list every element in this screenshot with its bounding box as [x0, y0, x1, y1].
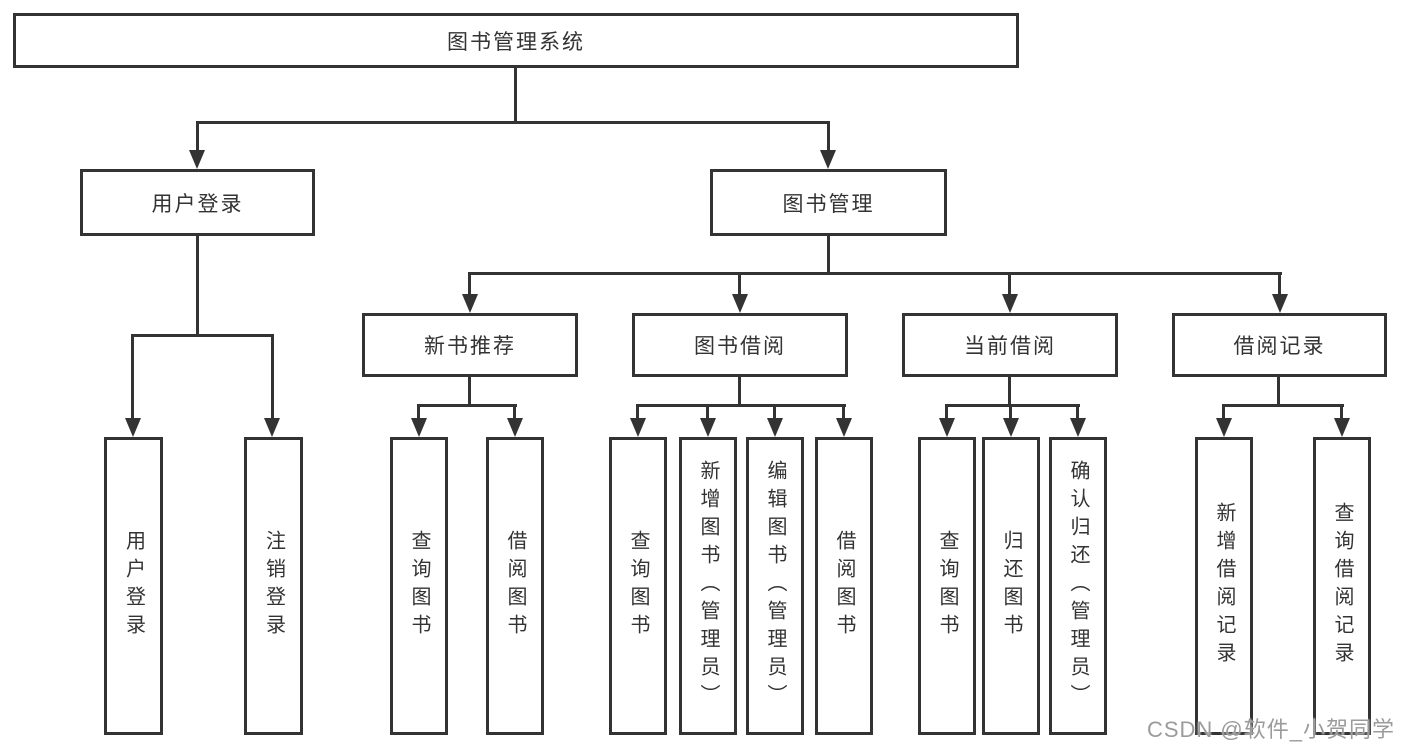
arrow-head-icon: [411, 418, 427, 437]
connector-line: [842, 404, 845, 420]
connector-line: [131, 334, 134, 420]
connector-line: [945, 404, 948, 420]
connector-line: [417, 404, 517, 407]
leaf-label-logout: 注销登录: [262, 530, 285, 642]
leaf-label-confirm-return-admin: 确认归还（管理员）: [1067, 460, 1089, 712]
leaf-label-borrow-books-recommend: 借阅图书: [504, 530, 526, 642]
leaf-label-borrow-books: 借阅图书: [833, 530, 855, 642]
watermark: CSDN @软件_小贺同学: [1146, 717, 1395, 742]
arrow-head-icon: [767, 418, 783, 437]
connector-line: [1008, 377, 1011, 407]
node-label-root: 图书管理系统: [447, 30, 585, 54]
connector-line: [1222, 404, 1225, 420]
connector-line: [468, 377, 471, 407]
leaf-borrow-books: 借阅图书: [815, 437, 873, 735]
leaf-confirm-return-admin: 确认归还（管理员）: [1049, 437, 1107, 735]
connector-line: [1278, 272, 1281, 296]
leaf-add-book-admin: 新增图书（管理员）: [679, 437, 737, 735]
arrow-head-icon: [732, 294, 748, 313]
leaf-return-book: 归还图书: [982, 437, 1040, 735]
arrow-head-icon: [939, 418, 955, 437]
arrow-head-icon: [1334, 418, 1350, 437]
connector-line: [1008, 272, 1011, 296]
leaf-label-query-books-recommend: 查询图书: [408, 530, 430, 642]
leaf-label-return-book: 归还图书: [1000, 530, 1022, 642]
connector-line: [1277, 377, 1280, 407]
node-book-management-branch: 图书管理: [710, 169, 947, 236]
leaf-query-borrow-record: 查询借阅记录: [1313, 437, 1371, 735]
connector-line: [738, 272, 741, 296]
connector-line: [271, 334, 274, 420]
connector-line: [738, 377, 741, 407]
arrow-head-icon: [836, 418, 852, 437]
connector-line: [1009, 404, 1012, 420]
arrow-head-icon: [1216, 418, 1232, 437]
arrow-head-icon: [700, 418, 716, 437]
node-label-new-book-recommendation: 新书推荐: [424, 335, 516, 358]
leaf-label-query-books-borrow: 查询图书: [627, 530, 649, 642]
connector-line: [636, 404, 846, 407]
leaf-borrow-books-recommend: 借阅图书: [486, 437, 544, 735]
connector-line: [514, 68, 517, 124]
leaf-label-user-login: 用户登录: [122, 530, 145, 642]
connector-line: [1340, 404, 1343, 420]
node-new-book-recommendation: 新书推荐: [362, 313, 578, 377]
arrow-head-icon: [189, 150, 205, 169]
node-user-login-branch: 用户登录: [80, 169, 315, 236]
leaf-add-borrow-record: 新增借阅记录: [1195, 437, 1253, 735]
leaf-logout: 注销登录: [244, 437, 303, 735]
connector-line: [827, 236, 830, 275]
connector-line: [513, 404, 516, 420]
connector-line: [706, 404, 709, 420]
arrow-head-icon: [507, 418, 523, 437]
connector-line: [131, 334, 274, 337]
arrow-head-icon: [1070, 418, 1086, 437]
connector-line: [417, 404, 420, 420]
leaf-query-books-borrow: 查询图书: [609, 437, 667, 735]
connector-line: [196, 121, 830, 124]
leaf-user-login: 用户登录: [104, 437, 163, 735]
node-label-current-borrowing: 当前借阅: [964, 335, 1056, 358]
node-library-management-system: 图书管理系统: [13, 13, 1019, 68]
arrow-head-icon: [630, 418, 646, 437]
leaf-query-books-current: 查询图书: [918, 437, 976, 735]
arrow-head-icon: [1003, 418, 1019, 437]
connector-line: [1076, 404, 1079, 420]
arrow-head-icon: [820, 150, 836, 169]
connector-line: [196, 121, 199, 152]
connector-line: [468, 272, 1282, 275]
arrow-head-icon: [264, 418, 280, 437]
leaf-label-edit-book-admin: 编辑图书（管理员）: [764, 460, 786, 712]
leaf-label-query-books-current: 查询图书: [936, 530, 958, 642]
arrow-head-icon: [1272, 294, 1288, 313]
connector-line: [827, 121, 830, 152]
leaf-edit-book-admin: 编辑图书（管理员）: [746, 437, 804, 735]
node-label-book-borrowing: 图书借阅: [694, 335, 786, 358]
node-current-borrowing: 当前借阅: [902, 313, 1118, 377]
connector-line: [196, 236, 199, 337]
leaf-label-query-borrow-record: 查询借阅记录: [1331, 502, 1353, 670]
arrow-head-icon: [125, 418, 141, 437]
node-label-user-login: 用户登录: [151, 192, 244, 216]
connector-line: [468, 272, 471, 296]
leaf-label-add-borrow-record: 新增借阅记录: [1213, 502, 1235, 670]
arrow-head-icon: [1002, 294, 1018, 313]
connector-line: [636, 404, 639, 420]
connector-line: [1222, 404, 1344, 407]
connector-line: [773, 404, 776, 420]
arrow-head-icon: [462, 294, 478, 313]
leaf-query-books-recommend: 查询图书: [390, 437, 448, 735]
node-label-borrowing-records: 借阅记录: [1233, 335, 1326, 358]
leaf-label-add-book-admin: 新增图书（管理员）: [697, 460, 719, 712]
node-label-book-management: 图书管理: [782, 192, 875, 216]
connector-line: [945, 404, 1080, 407]
node-borrowing-records: 借阅记录: [1172, 313, 1387, 377]
node-book-borrowing: 图书借阅: [632, 313, 848, 377]
